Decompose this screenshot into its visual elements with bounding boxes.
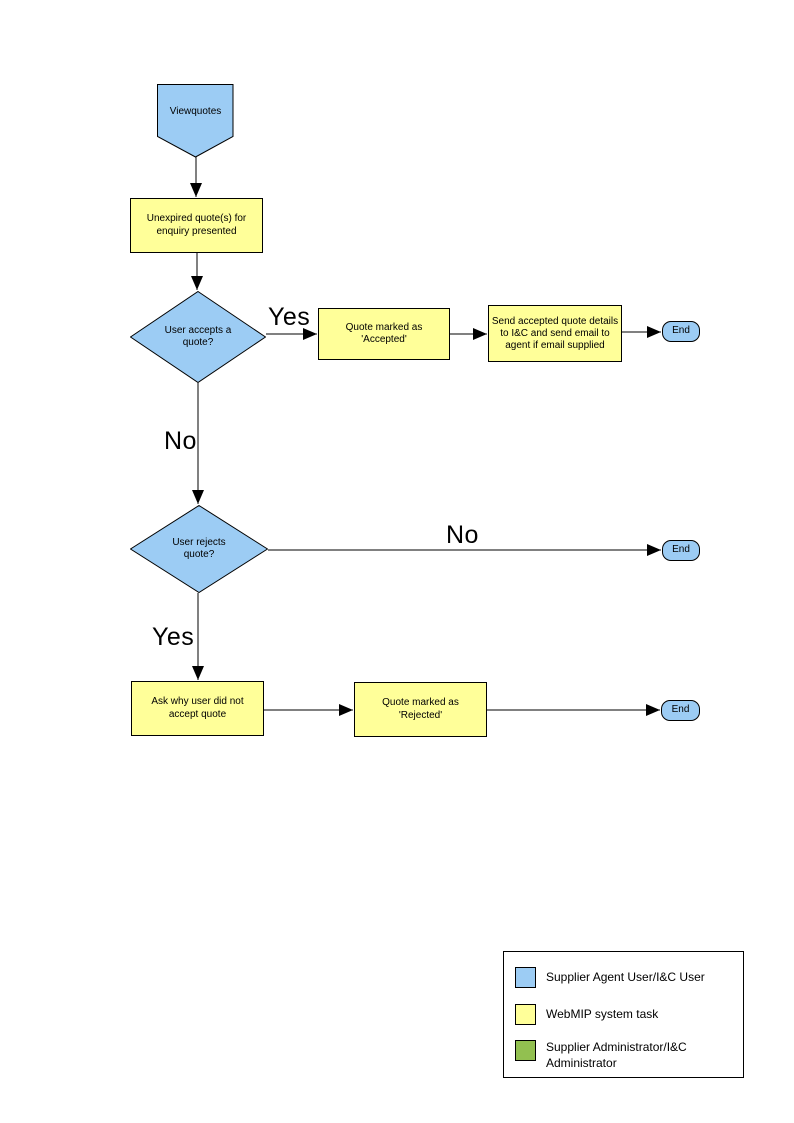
- edge-label-accepts-no: No: [164, 427, 197, 455]
- legend-item-webmip-task: WebMIP system task: [515, 1004, 724, 1025]
- node-user-rejects-quote-label: User rejects quote?: [172, 536, 226, 561]
- edge-label-accepts-yes: Yes: [268, 303, 311, 331]
- pentagon-shape: [157, 84, 234, 158]
- node-end-2: End: [662, 540, 700, 561]
- node-ask-why-not-accept-label: Ask why user did not accept quote: [151, 696, 244, 720]
- legend-swatch-yellow: [515, 1004, 536, 1025]
- node-end-3-label: End: [671, 704, 690, 716]
- node-ask-why-not-accept: Ask why user did not accept quote: [131, 681, 264, 736]
- node-end-2-label: End: [672, 544, 690, 556]
- edge-label-rejects-yes: Yes: [152, 623, 195, 651]
- legend-swatch-green: [515, 1040, 536, 1061]
- legend-item-supplier-agent: Supplier Agent User/I&C User: [515, 967, 724, 988]
- node-viewquotes-label: Viewquotes: [169, 105, 222, 117]
- node-user-accepts-quote: User accepts a quote?: [130, 291, 266, 383]
- node-unexpired-quotes-label: Unexpired quote(s) for enquiry presented: [146, 213, 247, 237]
- node-end-1-label: End: [672, 325, 690, 337]
- legend-label-supplier-admin: Supplier Administrator/I&C Administrator: [546, 1040, 687, 1070]
- node-end-3: End: [661, 700, 700, 721]
- node-user-accepts-quote-label: User accepts a quote?: [164, 324, 232, 349]
- node-end-1: End: [662, 321, 700, 342]
- edge-label-rejects-no: No: [446, 521, 479, 549]
- node-send-accepted-details: Send accepted quote details to I&C and s…: [488, 305, 622, 362]
- node-user-rejects-quote: User rejects quote?: [130, 505, 268, 593]
- legend-swatch-blue: [515, 967, 536, 988]
- legend-box: Supplier Agent User/I&C User WebMIP syst…: [503, 951, 744, 1078]
- node-quote-marked-accepted-label: Quote marked as 'Accepted': [345, 321, 423, 346]
- legend-item-supplier-admin: Supplier Administrator/I&C Administrator: [515, 1040, 711, 1071]
- node-quote-marked-rejected-label: Quote marked as 'Rejected': [382, 697, 459, 721]
- node-viewquotes: Viewquotes: [157, 84, 234, 158]
- diamond-shape: [130, 505, 268, 593]
- legend-label-supplier-agent: Supplier Agent User/I&C User: [546, 969, 705, 984]
- node-send-accepted-details-label: Send accepted quote details to I&C and s…: [491, 315, 619, 351]
- node-quote-marked-accepted: Quote marked as 'Accepted': [318, 308, 450, 360]
- diamond-shape: [130, 291, 266, 383]
- node-unexpired-quotes: Unexpired quote(s) for enquiry presented: [130, 198, 263, 253]
- legend-label-webmip-task: WebMIP system task: [546, 1006, 659, 1021]
- node-quote-marked-rejected: Quote marked as 'Rejected': [354, 682, 487, 737]
